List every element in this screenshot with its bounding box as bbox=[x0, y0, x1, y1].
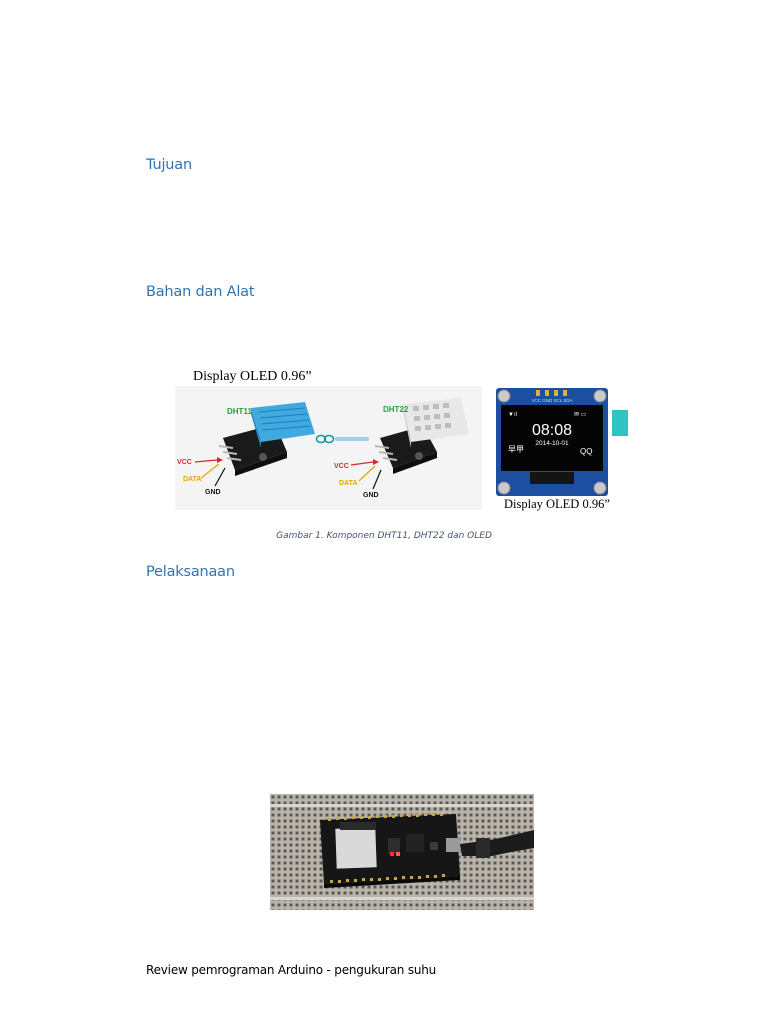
dht11-label: DHT11 bbox=[227, 407, 252, 416]
vcc-label-2: VCC bbox=[334, 463, 349, 470]
oled-time: 08:08 bbox=[532, 422, 572, 439]
dht22-label: DHT22 bbox=[383, 405, 409, 414]
heading-bahan-dan-alat: Bahan dan Alat bbox=[146, 284, 255, 300]
gnd-label-2: GND bbox=[363, 492, 379, 499]
oled-left-text: 早甲 bbox=[508, 445, 524, 454]
signal-icon: ▼ıl bbox=[508, 412, 517, 418]
page-footer: Review pemrograman Arduino - pengukuran … bbox=[146, 963, 437, 977]
figure-caption: Gambar 1. Komponen DHT11, DHT22 dan OLED bbox=[276, 531, 492, 541]
oled-date: 2014-10-01 bbox=[535, 440, 569, 447]
oled-pin-labels: VCC GND SCL SDA bbox=[531, 398, 572, 403]
figure-top-label: Display OLED 0.96” bbox=[193, 369, 312, 384]
dht-sensors-image: DHT11 VCC DATA GND DHT22 VCC DATA GND bbox=[175, 386, 482, 510]
vcc-label-1: VCC bbox=[177, 459, 192, 466]
status-icons: ✉ ▭ bbox=[574, 412, 587, 418]
arduino-logo-icon bbox=[315, 434, 369, 444]
data-label-1: DATA bbox=[183, 476, 201, 483]
gnd-label-1: GND bbox=[205, 489, 221, 496]
oled-right-text: QQ bbox=[580, 447, 592, 456]
oled-label: Display OLED 0.96” bbox=[504, 497, 610, 511]
esp32-board-image bbox=[270, 794, 534, 910]
heading-pelaksanaan: Pelaksanaan bbox=[146, 564, 235, 580]
heading-tujuan: Tujuan bbox=[146, 157, 192, 173]
oled-display-image: VCC GND SCL SDA ▼ıl ✉ ▭ 08:08 2014-10-01… bbox=[496, 388, 628, 496]
data-label-2: DATA bbox=[339, 480, 357, 487]
